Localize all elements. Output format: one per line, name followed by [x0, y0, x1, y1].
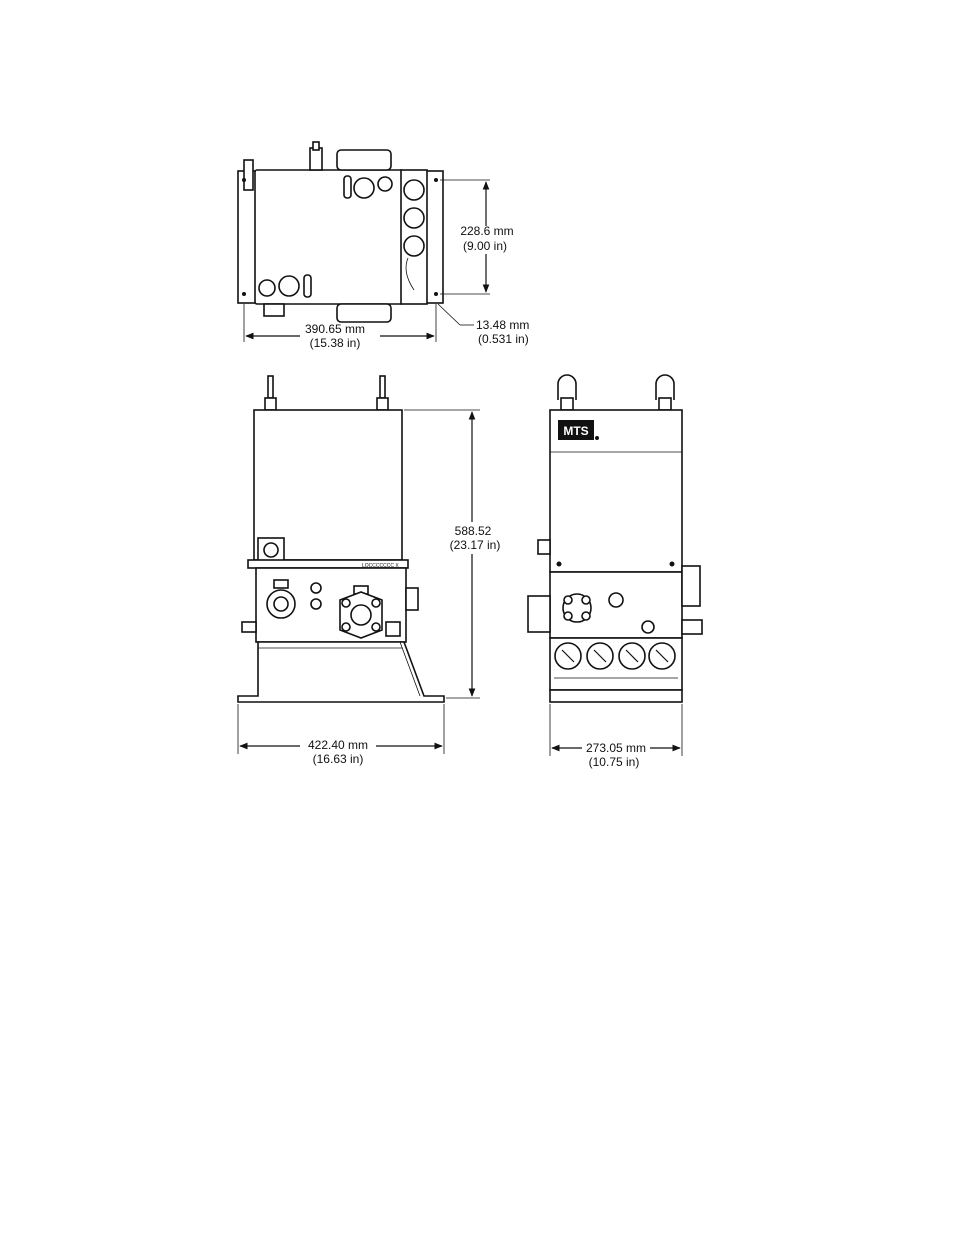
front-right-valve — [682, 566, 700, 606]
lifting-eye-nut — [659, 398, 671, 410]
gauge-1 — [404, 180, 424, 200]
bottom-port — [264, 304, 284, 316]
front-left-valve — [528, 596, 550, 632]
flange-bolt — [342, 599, 350, 607]
side-valve — [406, 588, 418, 610]
top-pump-flange — [337, 150, 391, 170]
lifting-eye — [558, 375, 576, 400]
front-screw — [557, 562, 562, 567]
front-port — [642, 621, 654, 633]
flange-bolt — [342, 623, 350, 631]
fill-port — [354, 178, 374, 198]
front-base — [550, 690, 682, 702]
sight-glass — [344, 176, 351, 198]
lift-stud — [268, 376, 273, 398]
front-screw — [670, 562, 675, 567]
flange-bolt — [564, 612, 572, 620]
flange-bolt — [564, 596, 572, 604]
top-breather-fitting — [310, 148, 322, 170]
flange-bolt — [372, 599, 380, 607]
top-height-dim-in: (9.00 in) — [463, 239, 507, 253]
front-width-dim-in: (10.75 in) — [589, 755, 640, 769]
front-view: MTS 273.05 mm (10.75 — [528, 375, 702, 769]
top-offset-dim-mm: 13.48 mm — [476, 318, 529, 332]
level-indicator — [304, 275, 311, 297]
front-port — [609, 593, 623, 607]
drain-port — [378, 177, 392, 191]
flange-bolt — [372, 623, 380, 631]
small-port — [311, 599, 321, 609]
top-width-dim-mm: 390.65 mm — [305, 322, 365, 336]
side-left-fitting — [242, 622, 256, 632]
side-width-dim-mm: 422.40 mm — [308, 738, 368, 752]
front-left-connector — [538, 540, 550, 554]
side-filter-inner — [274, 597, 288, 611]
side-flange-bore — [351, 605, 371, 625]
top-height-dim-mm: 228.6 mm — [460, 224, 513, 238]
return-port — [259, 280, 275, 296]
side-base-stand — [238, 642, 444, 702]
top-view: 228.6 mm (9.00 in) 390.65 mm (15.38 in) … — [238, 142, 529, 350]
lifting-eye — [656, 375, 674, 400]
small-port — [311, 583, 321, 593]
offset-leader — [438, 304, 460, 325]
front-right-fitting — [682, 620, 702, 634]
top-offset-dim-in: (0.531 in) — [478, 332, 529, 346]
top-width-dim-in: (15.38 in) — [310, 336, 361, 350]
lift-stud-nut — [377, 398, 388, 410]
side-width-dim-in: (16.63 in) — [313, 752, 364, 766]
flange-bolt — [582, 596, 590, 604]
top-breather-cap — [313, 142, 319, 150]
mount-hole — [242, 178, 246, 182]
front-width-dim-mm: 273.05 mm — [586, 741, 646, 755]
logo-dot — [595, 436, 599, 440]
mount-hole — [434, 178, 438, 182]
lift-stud — [380, 376, 385, 398]
mount-hole — [434, 292, 438, 296]
top-left-fitting — [244, 160, 253, 190]
filter-cap — [274, 580, 288, 588]
mount-hole — [242, 292, 246, 296]
gauge-3 — [404, 236, 424, 256]
flange-bolt — [582, 612, 590, 620]
bottom-pump-flange — [337, 304, 391, 322]
pressure-port — [279, 276, 299, 296]
side-height-dim-in: (23.17 in) — [450, 538, 501, 552]
side-view: LOCCCCCCC X 588.52 (23.17 in) — [238, 376, 500, 766]
lifting-eye-nut — [561, 398, 573, 410]
side-height-dim-mm: 588.52 — [455, 524, 492, 538]
electrical-connector — [264, 543, 278, 557]
gauge-2 — [404, 208, 424, 228]
side-fitting — [386, 622, 400, 636]
lift-stud-nut — [265, 398, 276, 410]
mts-logo-text: MTS — [563, 424, 588, 438]
